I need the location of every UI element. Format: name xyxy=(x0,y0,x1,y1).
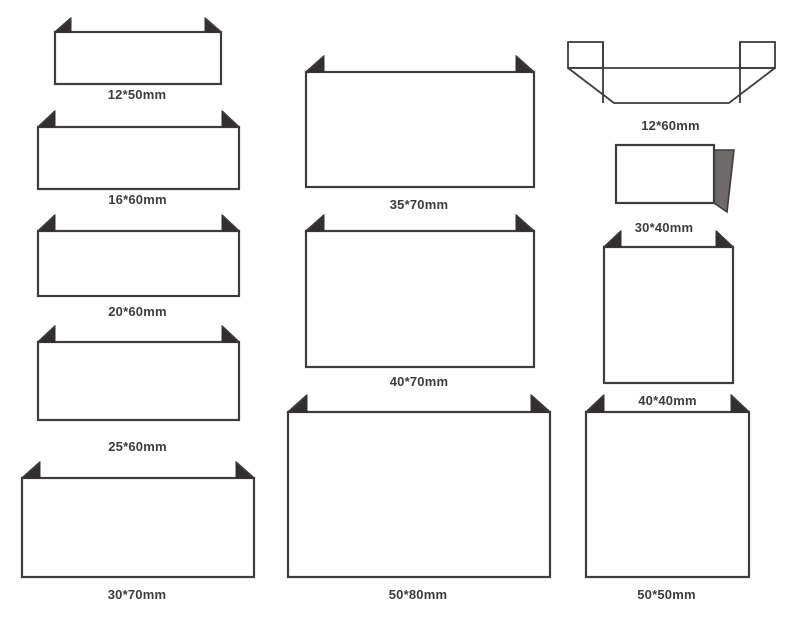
shape-30x70[interactable] xyxy=(20,460,259,583)
flap-edge-left xyxy=(287,394,308,413)
shape-40x70[interactable] xyxy=(304,213,539,373)
flap-edge-right xyxy=(221,325,240,343)
flap-edge-left xyxy=(37,110,56,128)
flap-edge-left xyxy=(585,394,605,413)
flap-edge-left xyxy=(305,55,325,73)
shape-body xyxy=(36,340,241,422)
shape-16x60-drawing xyxy=(36,109,241,191)
shape-20x60-label: 20*60mm xyxy=(108,304,167,319)
shape-12x60[interactable] xyxy=(567,41,780,108)
shape-body xyxy=(36,229,241,298)
shape-16x60-label: 16*60mm xyxy=(108,192,167,207)
shape-body xyxy=(584,410,751,579)
shape-30x40-drawing xyxy=(614,143,735,214)
shape-50x50[interactable] xyxy=(584,393,754,583)
shape-35x70-label: 35*70mm xyxy=(389,197,449,212)
shape-40x40-label: 40*40mm xyxy=(638,393,697,408)
shape-body xyxy=(304,70,536,189)
flap-edge-left xyxy=(21,461,41,479)
shape-50x80[interactable] xyxy=(286,393,555,583)
shape-body xyxy=(53,30,223,86)
flap-edge-right xyxy=(221,214,240,232)
tray-ear-left xyxy=(567,41,604,69)
shape-50x50-drawing xyxy=(584,393,751,579)
shape-50x80-drawing xyxy=(286,393,552,579)
shape-body xyxy=(20,476,256,579)
flap-edge-left xyxy=(603,230,622,248)
flap-edge-right xyxy=(715,230,734,248)
flap-edge-right xyxy=(221,110,240,128)
flap-edge-right xyxy=(235,461,255,479)
shape-25x60[interactable] xyxy=(36,324,244,426)
shape-30x40-label: 30*40mm xyxy=(634,220,694,235)
side-flap xyxy=(713,149,735,214)
flap-edge-left xyxy=(305,214,325,232)
shape-40x70-drawing xyxy=(304,213,536,369)
flap-edge-left xyxy=(37,214,56,232)
shape-30x40[interactable] xyxy=(614,143,739,217)
tray-ear-right xyxy=(739,41,776,69)
flap-edge-right xyxy=(730,394,750,413)
shape-40x70-label: 40*70mm xyxy=(389,374,449,389)
shape-50x80-label: 50*80mm xyxy=(388,587,448,602)
shape-body xyxy=(286,410,552,579)
shape-body xyxy=(614,143,716,205)
flap-edge-right xyxy=(204,17,222,33)
shape-25x60-drawing xyxy=(36,324,241,422)
shape-body xyxy=(602,245,735,385)
shape-12x60-drawing xyxy=(567,41,776,104)
flap-edge-right xyxy=(515,55,535,73)
shape-body xyxy=(304,229,536,369)
shape-12x60-label: 12*60mm xyxy=(641,118,700,133)
shape-20x60-drawing xyxy=(36,213,241,298)
shape-35x70[interactable] xyxy=(304,54,539,193)
shape-25x60-label: 25*60mm xyxy=(108,439,167,454)
shape-20x60[interactable] xyxy=(36,213,244,302)
shape-50x50-label: 50*50mm xyxy=(637,587,696,602)
shape-12x50-label: 12*50mm xyxy=(107,87,167,102)
tray-body xyxy=(567,67,776,104)
flap-edge-left xyxy=(37,325,56,343)
shape-12x50[interactable] xyxy=(53,16,226,90)
shape-30x70-drawing xyxy=(20,460,256,579)
shape-12x50-drawing xyxy=(53,16,223,86)
flap-edge-right xyxy=(515,214,535,232)
shape-35x70-drawing xyxy=(304,54,536,189)
flap-edge-right xyxy=(530,394,551,413)
shape-40x40-drawing xyxy=(602,229,735,385)
shape-body xyxy=(36,125,241,191)
flap-edge-left xyxy=(54,17,72,33)
shape-40x40[interactable] xyxy=(602,229,738,389)
shape-16x60[interactable] xyxy=(36,109,244,195)
shape-30x70-label: 30*70mm xyxy=(107,587,167,602)
